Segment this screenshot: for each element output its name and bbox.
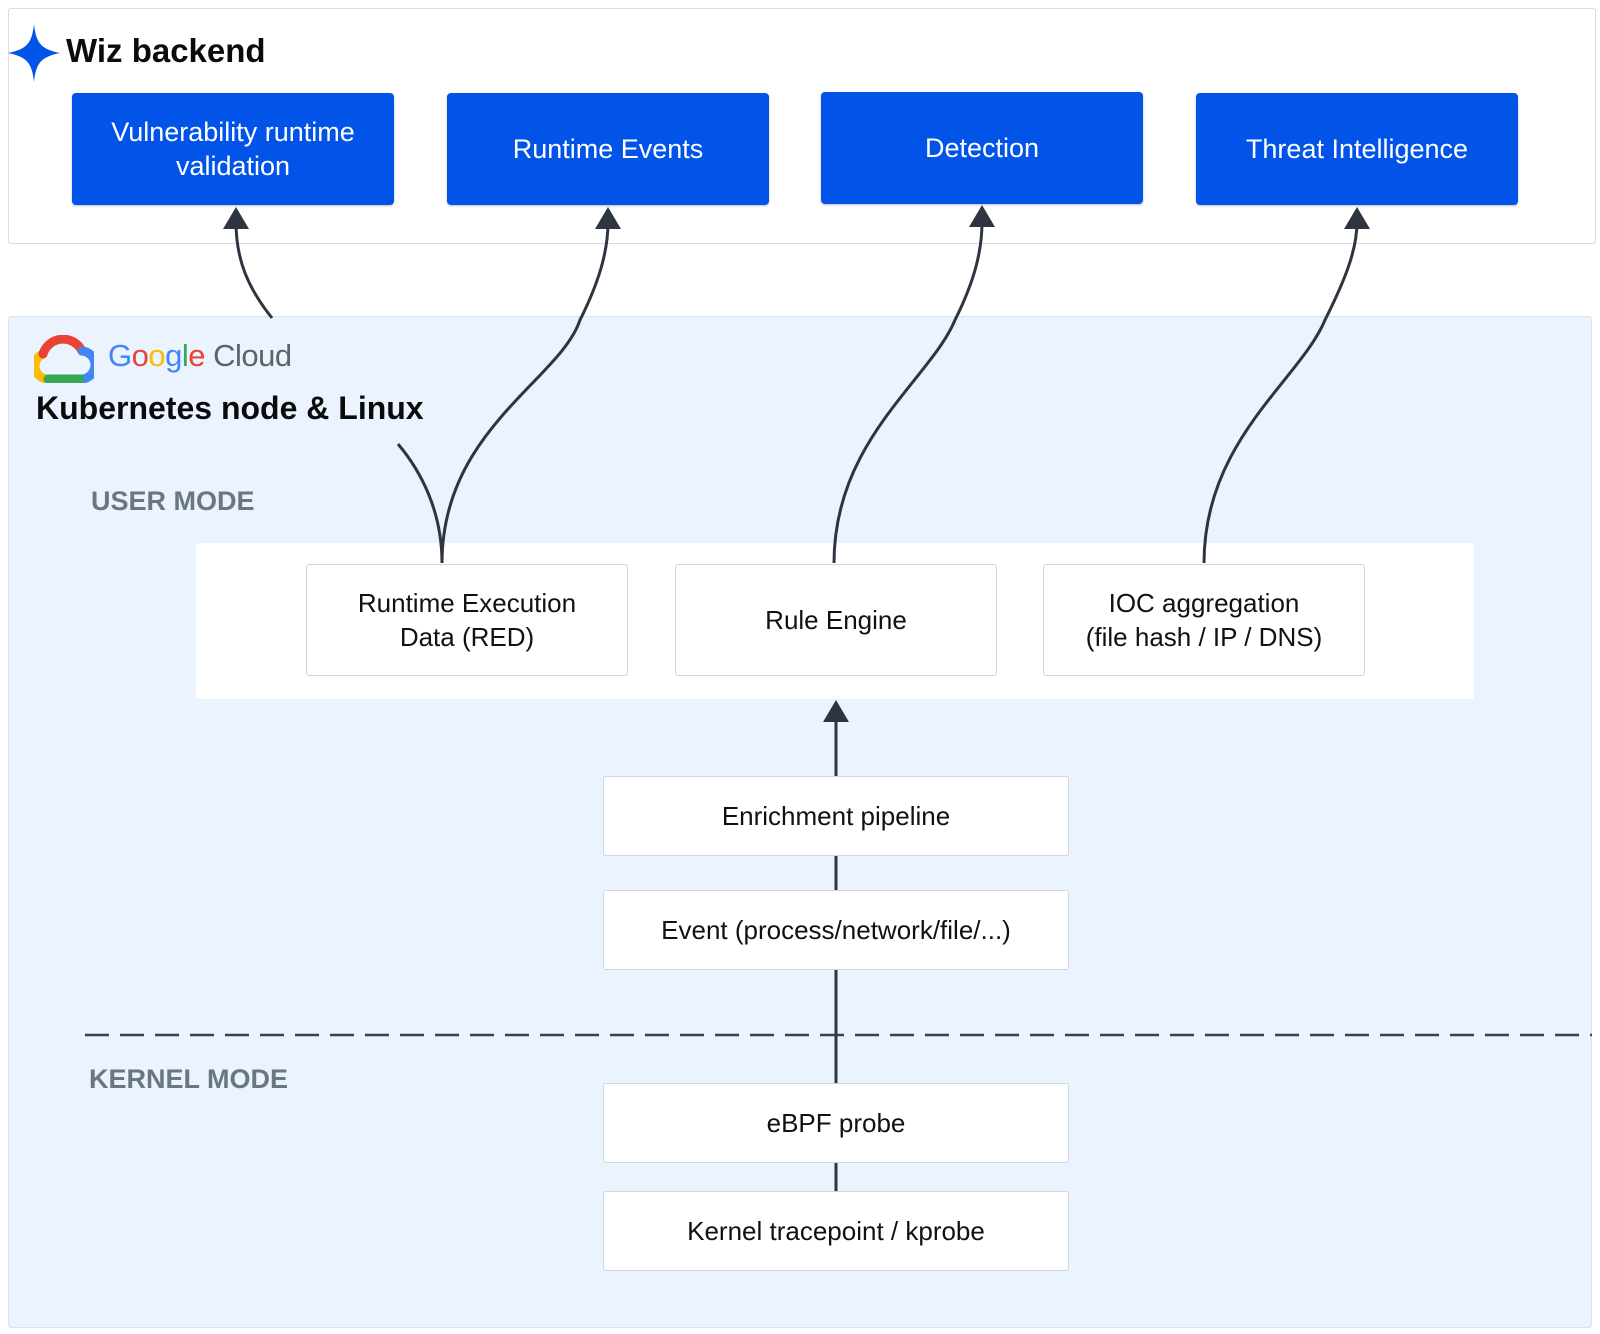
- ebpf-probe-box[interactable]: eBPF probe: [603, 1083, 1069, 1163]
- user-mode-label: USER MODE: [91, 486, 255, 516]
- runtime-events-box[interactable]: Runtime Events: [447, 93, 769, 205]
- detection-box[interactable]: Detection: [821, 92, 1143, 204]
- four-point-star-icon: [8, 24, 60, 82]
- enrichment-pipeline-box[interactable]: Enrichment pipeline: [603, 776, 1069, 856]
- ioc-aggregation-box[interactable]: IOC aggregation (file hash / IP / DNS): [1043, 564, 1365, 676]
- wiz-backend-title: Wiz backend: [66, 32, 266, 69]
- rule-engine-box[interactable]: Rule Engine: [675, 564, 997, 676]
- runtime-execution-data-box[interactable]: Runtime Execution Data (RED): [306, 564, 628, 676]
- vulnerability-runtime-validation-box[interactable]: Vulnerability runtime validation: [72, 93, 394, 205]
- wordmark-letter: e: [188, 338, 206, 373]
- wordmark-letter: o: [131, 338, 149, 373]
- event-box[interactable]: Event (process/network/file/...): [603, 890, 1069, 970]
- threat-intelligence-box[interactable]: Threat Intelligence: [1196, 93, 1518, 205]
- google-cloud-logo-icon: [34, 335, 94, 383]
- wordmark-letter: o: [148, 338, 166, 373]
- kubernetes-node-title: Kubernetes node & Linux: [36, 390, 424, 426]
- kernel-tracepoint-box[interactable]: Kernel tracepoint / kprobe: [603, 1191, 1069, 1271]
- kernel-mode-label: KERNEL MODE: [89, 1064, 289, 1094]
- google-cloud-wordmark: Google Cloud: [108, 338, 292, 374]
- wordmark-cloud: Cloud: [205, 338, 292, 373]
- wordmark-letter: l: [181, 338, 189, 373]
- wordmark-letter: g: [165, 338, 182, 373]
- wordmark-letter: G: [108, 338, 132, 373]
